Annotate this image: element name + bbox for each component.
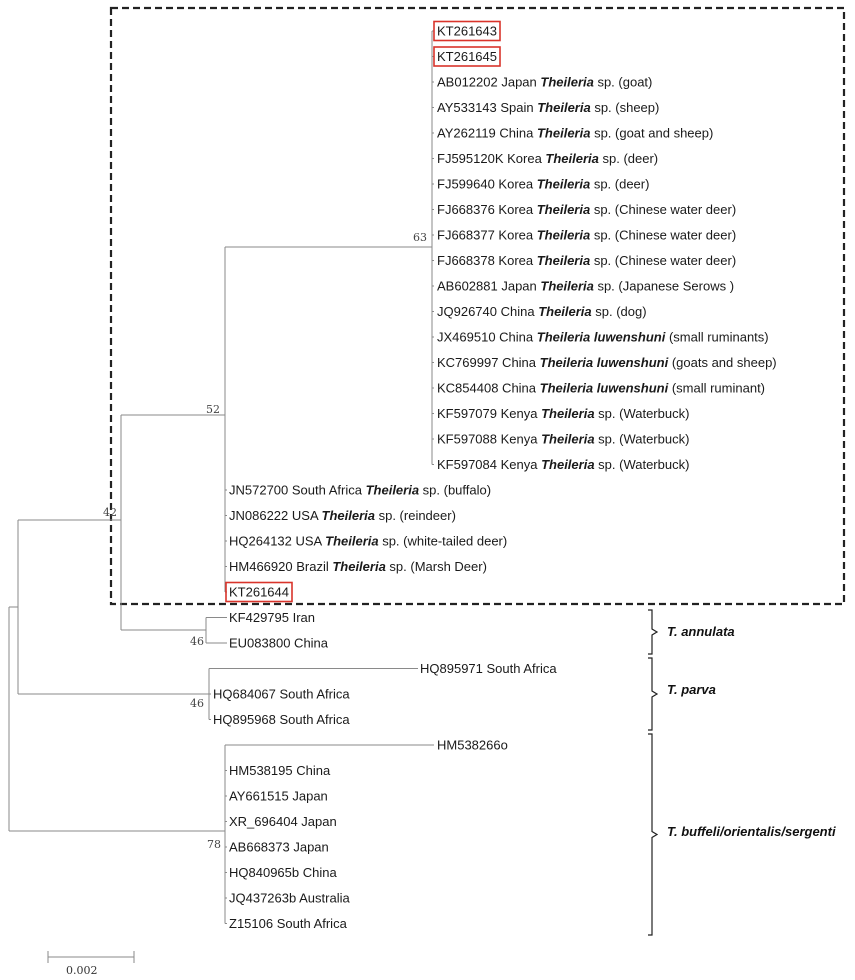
clade-brackets: T. annulata T. parva T. buffeli/orientalis… (648, 609, 836, 936)
leaf-label: EU083800 China (229, 636, 329, 651)
leaf-label: Z15106 South Africa (229, 916, 348, 931)
leaf-label: KF597079 Kenya Theileria sp. (Waterbuck) (437, 406, 689, 421)
leaf-label: JX469510 China Theileria luwenshuni (sma… (437, 330, 769, 345)
scale-bar: 0.002 (47, 951, 135, 977)
leaf-label: KC769997 China Theileria luwenshuni (goa… (437, 355, 777, 370)
leaf-label: FJ668376 Korea Theileria sp. (Chinese wa… (437, 202, 736, 217)
leaf-label: FJ595120K Korea Theileria sp. (deer) (437, 151, 658, 166)
clade-highlight-box (109, 6, 846, 606)
clade-label: T. buffeli/orientalis/sergenti (667, 824, 836, 839)
tree-branches (8, 30, 434, 924)
leaf-label: KF597084 Kenya Theileria sp. (Waterbuck) (437, 457, 689, 472)
clade-label: T. annulata (667, 624, 735, 639)
new-isolate-highlight (433, 46, 501, 67)
leaf-label: AY262119 China Theileria sp. (goat and s… (437, 126, 713, 141)
leaf-label: JN086222 USA Theileria sp. (reindeer) (229, 508, 456, 523)
leaf-label: KF597088 Kenya Theileria sp. (Waterbuck) (437, 432, 689, 447)
leaf-label: FJ599640 Korea Theileria sp. (deer) (437, 177, 649, 192)
clade-label: T. parva (667, 682, 716, 697)
bootstrap-value: 78 (207, 838, 221, 851)
leaf-label: AY661515 Japan (229, 789, 328, 804)
leaf-label: HM538266o (437, 738, 508, 753)
leaf-label: HQ264132 USA Theileria sp. (white-tailed… (229, 534, 507, 549)
leaf-label: JN572700 South Africa Theileria sp. (buf… (229, 483, 491, 498)
new-isolate-highlight (225, 581, 293, 603)
leaf-label: FJ668378 Korea Theileria sp. (Chinese wa… (437, 253, 736, 268)
leaf-label: KT261645 (437, 49, 497, 64)
leaf-label: AB668373 Japan (229, 840, 329, 855)
leaf-label: XR_696404 Japan (229, 814, 337, 829)
scale-bar-label: 0.002 (66, 964, 98, 977)
leaf-label: JQ437263b Australia (229, 891, 350, 906)
leaf-label: HQ895968 South Africa (213, 712, 350, 727)
leaf-label: JQ926740 China Theileria sp. (dog) (437, 304, 647, 319)
new-isolate-highlight (433, 20, 501, 42)
leaf-label: HM538195 China (229, 763, 331, 778)
bootstrap-value: 42 (103, 506, 117, 519)
leaf-label: HM466920 Brazil Theileria sp. (Marsh Dee… (229, 559, 487, 574)
leaf-label: KT261644 (229, 585, 289, 600)
leaf-label: KC854408 China Theileria luwenshuni (sma… (437, 381, 765, 396)
leaf-label: HQ895971 South Africa (420, 661, 557, 676)
bootstrap-value: 46 (190, 635, 204, 648)
bootstrap-values: 63 52 42 46 46 78 (103, 231, 427, 851)
clade-bracket (648, 657, 659, 731)
bootstrap-value: 46 (190, 697, 204, 710)
leaf-label: KF429795 Iran (229, 610, 315, 625)
clade-bracket (648, 733, 659, 936)
leaf-label: AY533143 Spain Theileria sp. (sheep) (437, 100, 659, 115)
clade-bracket (648, 609, 659, 655)
bootstrap-value: 63 (413, 231, 427, 244)
leaf-label: HQ684067 South Africa (213, 687, 350, 702)
leaf-label: HQ840965b China (229, 865, 337, 880)
bootstrap-value: 52 (206, 403, 220, 416)
leaf-label: KT261643 (437, 24, 497, 39)
leaf-label: AB602881 Japan Theileria sp. (Japanese S… (437, 279, 734, 294)
leaf-label: AB012202 Japan Theileria sp. (goat) (437, 75, 652, 90)
leaf-label: FJ668377 Korea Theileria sp. (Chinese wa… (437, 228, 736, 243)
